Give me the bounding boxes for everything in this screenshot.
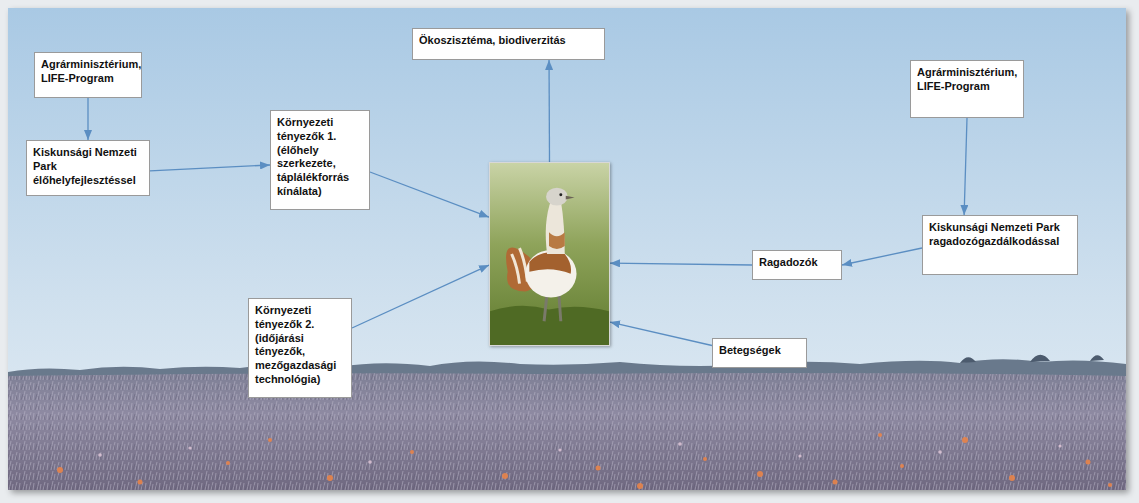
node-text: Agrárminisztérium, LIFE-Program	[41, 58, 135, 86]
arrow-connector	[610, 322, 712, 345]
node-text: Betegségek	[719, 344, 800, 358]
threat-box: Betegségek	[712, 338, 807, 368]
arrow-connector	[370, 172, 489, 217]
node-text: Kiskunsági Nemzeti Park ragadozógazdálko…	[929, 221, 1071, 249]
node-text: Környezeti tényezők 1. (élőhely szerkeze…	[277, 116, 363, 199]
arrow-connector	[610, 263, 752, 265]
node-text: Ökoszisztéma, biodiverzitás	[419, 34, 598, 48]
arrow-connector	[352, 265, 489, 328]
park-box: Kiskunsági Nemzeti Park élőhelyfejleszté…	[26, 140, 150, 196]
factor-box: Környezeti tényezők 1. (élőhely szerkeze…	[270, 110, 370, 210]
arrow-connector	[964, 118, 967, 215]
sky	[8, 8, 1126, 490]
arrow-connector	[150, 165, 270, 171]
grass-texture	[8, 373, 1126, 490]
bird-photo	[489, 162, 610, 346]
node-text: Kiskunsági Nemzeti Park élőhelyfejleszté…	[33, 146, 143, 187]
flowers	[57, 433, 1112, 489]
park-box: Kiskunsági Nemzeti Park ragadozógazdálko…	[922, 215, 1078, 275]
node-text: Ragadozók	[759, 256, 835, 270]
threat-box: Ragadozók	[752, 250, 842, 280]
factor-box: Környezeti tényezők 2. (időjárási tényez…	[248, 298, 352, 398]
funder-box: Agrárminisztérium, LIFE-Program	[910, 60, 1024, 118]
bustard-illustration	[490, 163, 609, 345]
node-text: Agrárminisztérium, LIFE-Program	[917, 66, 1017, 94]
arrow-connector	[87, 98, 88, 140]
outcome-box: Ökoszisztéma, biodiverzitás	[412, 28, 605, 60]
tree-crowns	[960, 355, 1104, 363]
arrow-connector	[842, 248, 922, 265]
arrow-connector	[548, 60, 550, 162]
pale-flowers	[98, 442, 1061, 464]
node-text: Környezeti tényezők 2. (időjárási tényez…	[255, 304, 345, 387]
field	[8, 373, 1126, 490]
funder-box: Agrárminisztérium, LIFE-Program	[34, 52, 142, 98]
